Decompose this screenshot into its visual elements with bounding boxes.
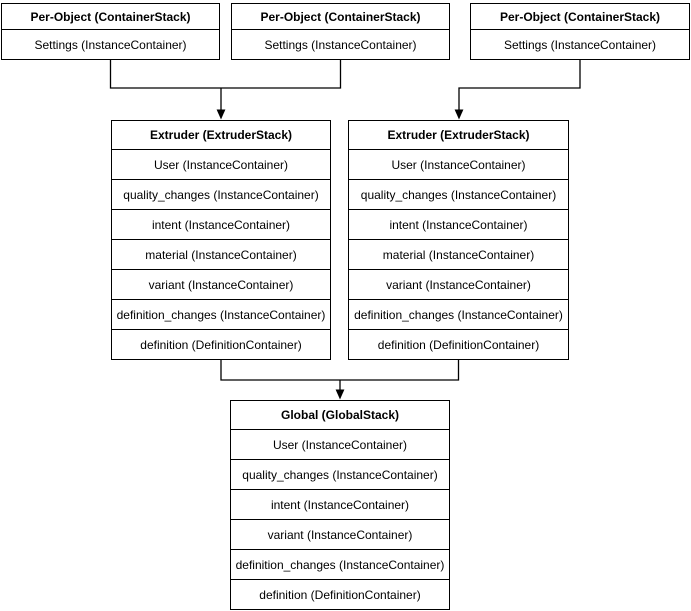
container-row: intent (InstanceContainer) [231, 489, 449, 519]
container-row: Settings (InstanceContainer) [34, 37, 187, 52]
container-row: definition_changes (InstanceContainer) [231, 549, 449, 579]
connector-extruders-merge [220, 358, 460, 381]
stack-title: Per-Object (ContainerStack) [232, 4, 449, 30]
connector-per-object-1-2-merge [109, 58, 342, 89]
container-row: material (InstanceContainer) [349, 239, 568, 269]
container-row: Settings (InstanceContainer) [503, 37, 657, 52]
container-row: quality_changes (InstanceContainer) [231, 459, 449, 489]
container-row: User (InstanceContainer) [153, 157, 289, 172]
arrowhead-down-icon [335, 389, 345, 400]
container-row: definition_changes (InstanceContainer) [112, 299, 330, 329]
container-row: definition (DefinitionContainer) [112, 329, 330, 359]
per-object-stack-2: Per-Object (ContainerStack) Settings (In… [231, 3, 450, 60]
container-row: quality_changes (InstanceContainer) [349, 179, 568, 209]
container-row: definition_changes (InstanceContainer) [349, 299, 568, 329]
container-row: variant (InstanceContainer) [112, 269, 330, 299]
container-row: Settings (InstanceContainer) [264, 37, 417, 52]
container-row: definition (DefinitionContainer) [231, 579, 449, 609]
connector-per-object-3-to-extruder-2 [458, 58, 581, 110]
container-row: intent (InstanceContainer) [349, 209, 568, 239]
stack-title: Global (GlobalStack) [231, 401, 449, 430]
stack-title: Per-Object (ContainerStack) [2, 4, 219, 30]
container-row: variant (InstanceContainer) [231, 519, 449, 549]
container-row: material (InstanceContainer) [112, 239, 330, 269]
per-object-stack-1: Per-Object (ContainerStack) Settings (In… [1, 3, 220, 60]
stack-title: Per-Object (ContainerStack) [471, 4, 689, 30]
container-row: User (InstanceContainer) [272, 437, 408, 452]
extruder-stack-1: Extruder (ExtruderStack) User (InstanceC… [111, 120, 331, 360]
container-row: quality_changes (InstanceContainer) [112, 179, 330, 209]
arrowhead-down-icon [216, 109, 226, 120]
stack-title: Extruder (ExtruderStack) [112, 121, 330, 150]
container-row: variant (InstanceContainer) [349, 269, 568, 299]
container-row: intent (InstanceContainer) [112, 209, 330, 239]
stack-title: Extruder (ExtruderStack) [349, 121, 568, 150]
per-object-stack-3: Per-Object (ContainerStack) Settings (In… [470, 3, 690, 60]
container-row: User (InstanceContainer) [391, 157, 526, 172]
global-stack: Global (GlobalStack) User (InstanceConta… [230, 400, 450, 610]
extruder-stack-2: Extruder (ExtruderStack) User (InstanceC… [348, 120, 569, 360]
container-row: definition (DefinitionContainer) [349, 329, 568, 359]
arrowhead-down-icon [454, 109, 464, 120]
